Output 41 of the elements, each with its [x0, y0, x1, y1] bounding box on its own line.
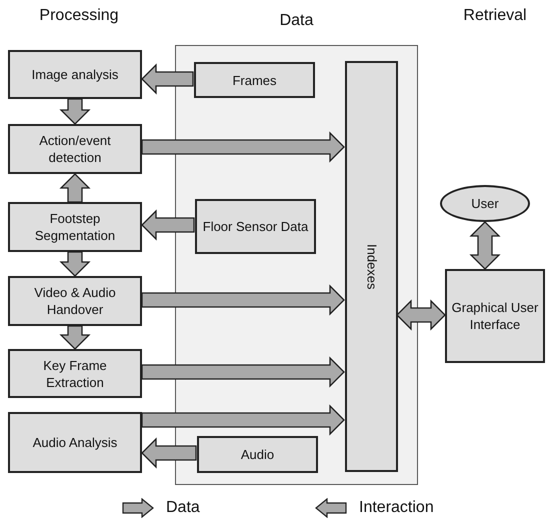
- block-arrow: [141, 404, 345, 436]
- process-box: [8, 50, 142, 99]
- legend-label: Interaction: [359, 498, 434, 518]
- block-arrow: [59, 173, 91, 203]
- block-arrow: [141, 356, 345, 388]
- block-arrow: [141, 437, 197, 469]
- block-arrow: [141, 63, 194, 95]
- process-box: [8, 276, 142, 326]
- block-arrow: [59, 98, 91, 125]
- block-arrow: [141, 131, 345, 163]
- node-label: Floor Sensor Data: [202, 218, 310, 235]
- column-heading: Retrieval: [462, 6, 528, 26]
- node-label: Indexes: [363, 244, 380, 290]
- node-label: Video & Audio Handover: [33, 284, 117, 318]
- process-box: [197, 436, 318, 473]
- node-label: Frames: [231, 72, 278, 88]
- column-heading: Data: [278, 11, 314, 31]
- block-arrow: [59, 251, 91, 277]
- process-box: [8, 412, 142, 473]
- node-label: Key Frame Extraction: [42, 356, 108, 390]
- block-arrow: [469, 221, 501, 270]
- process-box: [195, 199, 316, 254]
- column-heading: Processing: [38, 6, 120, 26]
- block-arrow: [396, 299, 446, 331]
- index-bar: [345, 61, 398, 472]
- process-box: [445, 269, 545, 363]
- process-box: [8, 202, 142, 252]
- block-arrow: [141, 284, 345, 316]
- node-label: Graphical User Interface: [450, 299, 540, 333]
- process-box: [8, 124, 142, 174]
- node-label: Audio Analysis: [32, 434, 118, 451]
- block-arrow: [59, 325, 91, 350]
- process-box: [8, 349, 142, 398]
- node-label: Image analysis: [30, 66, 120, 83]
- node-label: Action/event detection: [38, 132, 112, 166]
- block-arrow: [141, 209, 195, 241]
- node-label: User: [470, 195, 500, 212]
- process-box: [194, 62, 315, 98]
- node-label: Footstep Segmentation: [34, 210, 116, 244]
- node-label: Audio: [240, 446, 276, 463]
- legend-label: Data: [166, 498, 200, 518]
